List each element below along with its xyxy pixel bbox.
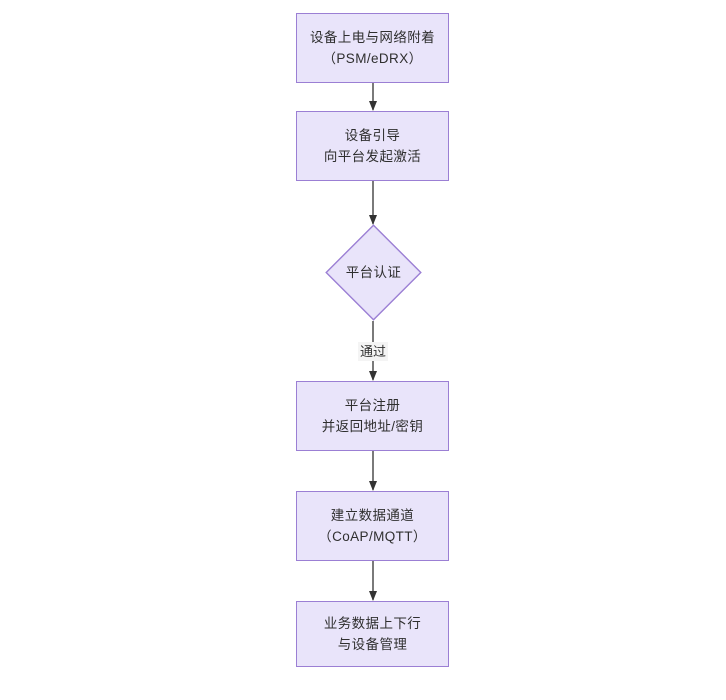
node-platform-authentication[interactable]: 平台认证 — [325, 224, 422, 321]
node-label-line2: （CoAP/MQTT） — [318, 529, 427, 544]
node-label-line2: （PSM/eDRX） — [322, 51, 423, 66]
node-device-bootstrap[interactable]: 设备引导 向平台发起激活 — [296, 111, 449, 181]
node-establish-data-channel[interactable]: 建立数据通道 （CoAP/MQTT） — [296, 491, 449, 561]
node-label-line1: 设备上电与网络附着 — [309, 30, 436, 45]
node-label-line2: 并返回地址/密钥 — [321, 419, 424, 434]
node-label-line2: 与设备管理 — [337, 637, 408, 652]
node-label-line1: 平台认证 — [345, 264, 402, 280]
node-label-line1: 业务数据上下行 — [323, 616, 422, 631]
edge-label-pass: 通过 — [357, 342, 389, 361]
node-business-data-and-device-management[interactable]: 业务数据上下行 与设备管理 — [296, 601, 449, 667]
node-label-line1: 建立数据通道 — [330, 508, 415, 523]
node-label-line2: 向平台发起激活 — [323, 149, 422, 164]
diamond-shape — [325, 224, 422, 321]
node-platform-registration[interactable]: 平台注册 并返回地址/密钥 — [296, 381, 449, 451]
node-label-line1: 平台注册 — [344, 398, 401, 413]
node-device-power-on[interactable]: 设备上电与网络附着 （PSM/eDRX） — [296, 13, 449, 83]
node-label-line1: 设备引导 — [344, 128, 401, 143]
